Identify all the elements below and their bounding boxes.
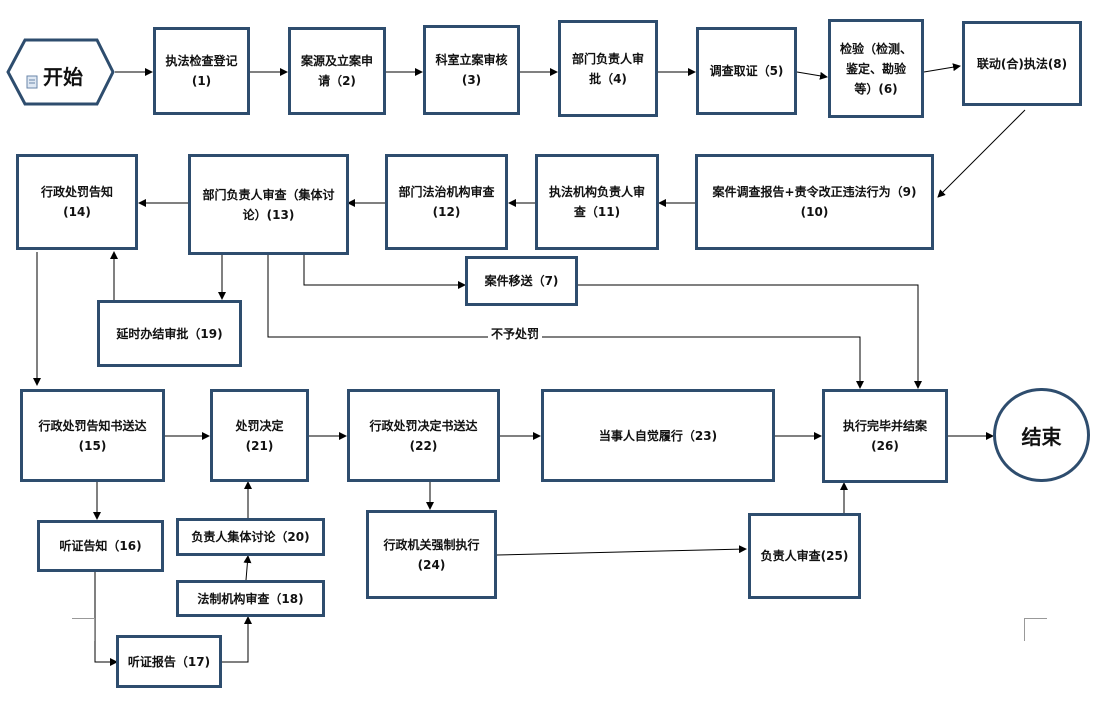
node-9-10: 案件调查报告+责令改正违法行为（9) (10)	[695, 154, 934, 250]
node-7: 案件移送（7)	[465, 256, 578, 306]
document-icon	[26, 75, 38, 89]
node-26: 执行完毕并结案 (26)	[822, 389, 948, 483]
start-terminal	[6, 38, 115, 106]
arrow-18-to-20	[243, 555, 252, 581]
node-19: 延时办结审批（19)	[97, 300, 242, 367]
page-corner-mark-left	[72, 618, 95, 641]
node-23: 当事人自觉履行（23)	[541, 389, 775, 482]
node-18: 法制机构审查（18)	[176, 580, 325, 617]
node-2: 案源及立案申 请（2)	[288, 27, 386, 115]
page-corner-mark-right	[1024, 618, 1047, 641]
arrow-7-to-26	[578, 284, 922, 389]
node-6: 检验（检测、 鉴定、勘验 等）(6)	[828, 19, 924, 118]
node-17: 听证报告（17)	[116, 635, 222, 688]
arrow-5-to-6	[796, 71, 828, 80]
arrow-17-to-18	[222, 616, 252, 663]
node-22: 行政处罚决定书送达 (22)	[347, 389, 500, 482]
node-13: 部门负责人审查（集体讨 论）(13)	[188, 154, 349, 255]
node-14: 行政处罚告知 (14)	[16, 154, 138, 250]
node-15: 行政处罚告知书送达 (15)	[20, 389, 165, 482]
label-no-penalty: 不予处罚	[488, 325, 543, 342]
start-label: 开始	[43, 65, 83, 89]
arrow-8-to-9	[937, 109, 1026, 198]
node-25: 负责人审查(25)	[748, 513, 861, 599]
node-21: 处罚决定 (21)	[210, 389, 309, 482]
node-1: 执法检查登记 (1)	[153, 27, 250, 115]
node-24: 行政机关强制执行 (24)	[366, 510, 497, 599]
node-16: 听证告知（16)	[37, 520, 164, 572]
node-5: 调查取证（5)	[696, 27, 797, 115]
arrow-24-to-25	[496, 545, 747, 556]
node-3: 科室立案审核 (3)	[423, 25, 520, 115]
arrow-6-to-8	[923, 63, 961, 73]
node-20: 负责人集体讨论（20)	[176, 518, 325, 556]
node-12: 部门法治机构审查 (12)	[385, 154, 508, 250]
end-terminal: 结束	[993, 388, 1090, 482]
arrow-13-no-penalty	[267, 255, 864, 389]
node-11: 执法机构负责人审 查（11)	[535, 154, 659, 250]
arrow-13-to-7	[303, 255, 466, 289]
node-8: 联动(合)执法(8)	[962, 21, 1082, 106]
arrow-16-to-17	[94, 572, 118, 666]
node-4: 部门负责人审 批（4)	[558, 20, 658, 117]
